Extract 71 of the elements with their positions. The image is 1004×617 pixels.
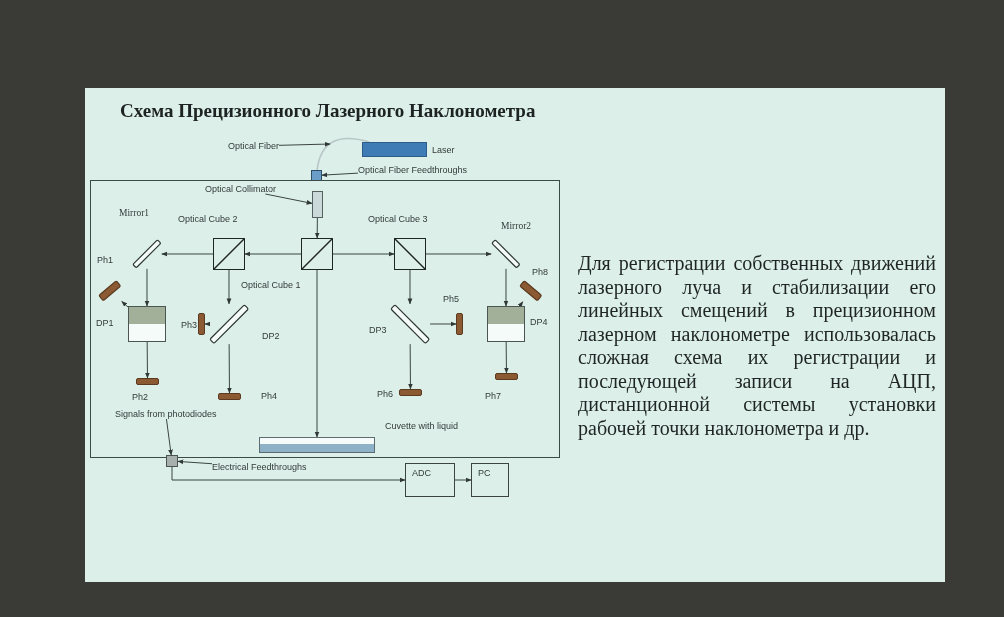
component-label: Optical Fiber Feedthroughs: [358, 165, 468, 175]
photodiode: [456, 313, 463, 335]
photodiode: [218, 393, 241, 400]
beam-splitter-cube: [301, 238, 333, 270]
enclosure-frame: [90, 180, 560, 458]
component-label: DP3: [369, 325, 387, 335]
light-beam: [517, 301, 524, 308]
component-label: Mirror1: [119, 208, 150, 218]
component-label: Ph7: [485, 391, 501, 401]
signal-arrow: [165, 418, 173, 456]
laser-source: [362, 142, 427, 157]
beam-splitter-cube: [394, 238, 426, 270]
light-beam: [504, 341, 509, 374]
light-beam: [204, 321, 211, 327]
component-label: Laser: [432, 145, 455, 155]
optical-fiber-feedthrough: [311, 170, 322, 181]
component-label: Signals from photodiodes: [115, 409, 217, 419]
component-label: Optical Collimator: [205, 184, 277, 194]
light-beam: [144, 268, 150, 307]
light-beam: [227, 343, 232, 394]
light-beam: [314, 217, 320, 239]
light-beam: [244, 251, 302, 257]
optical-fiber: [316, 137, 370, 171]
slide-title: Схема Прецизионного Лазерного Наклонометра: [120, 100, 536, 122]
leader-line: [321, 172, 359, 178]
light-beam: [226, 269, 232, 305]
light-beam: [161, 251, 214, 257]
component-label: Mirror2: [501, 221, 532, 231]
component-label: Electrical Feedthroughs: [212, 462, 307, 472]
component-label: Ph6: [377, 389, 393, 399]
light-beam: [425, 251, 492, 257]
component-label: Optical Cube 3: [368, 214, 428, 224]
photodiode: [495, 373, 518, 380]
light-beam: [121, 301, 129, 308]
component-label: Optical Fiber: [228, 141, 280, 151]
description-paragraph: Для регистрации собственных движений лазерного луча и стабилизации его линейных смещений в прецизионном лазерном наклонометре использовалась сложная схема их регистрации и последующей записи на АЦП, дистанционной системы установки рабочей точки наклонометра и др.: [578, 252, 936, 440]
component-label: Ph4: [261, 391, 277, 401]
leader-line: [177, 459, 213, 465]
component-label: Ph5: [443, 294, 459, 304]
split-prism: [128, 306, 166, 342]
data-arrow: [454, 477, 472, 483]
collimator: [312, 191, 323, 218]
component-label: DP1: [96, 318, 114, 328]
component-label: Optical Cube 1: [241, 280, 301, 290]
light-beam: [314, 269, 320, 438]
device-box: PC: [471, 463, 509, 497]
light-beam: [407, 269, 413, 305]
component-label: Ph8: [532, 267, 548, 277]
beam-splitter-cube: [213, 238, 245, 270]
cuvette: [259, 437, 375, 453]
component-label: Ph3: [181, 320, 197, 330]
component-label: DP4: [530, 317, 548, 327]
leader-line: [264, 193, 313, 205]
signal-line: [171, 466, 406, 483]
light-beam: [503, 268, 509, 307]
photodiode: [136, 378, 159, 385]
component-label: Ph2: [132, 392, 148, 402]
light-beam: [429, 321, 457, 327]
component-label: Optical Cube 2: [178, 214, 238, 224]
light-beam: [145, 341, 150, 379]
component-label: Cuvette with liquid: [385, 421, 459, 431]
component-label: Ph1: [97, 255, 113, 265]
light-beam: [408, 343, 413, 390]
component-label: DP2: [262, 331, 280, 341]
split-prism: [487, 306, 525, 342]
photodiode: [399, 389, 422, 396]
device-box: ADC: [405, 463, 455, 497]
photodiode: [198, 313, 205, 335]
electrical-feedthrough: [166, 455, 178, 467]
leader-line: [278, 141, 331, 147]
light-beam: [332, 251, 395, 257]
